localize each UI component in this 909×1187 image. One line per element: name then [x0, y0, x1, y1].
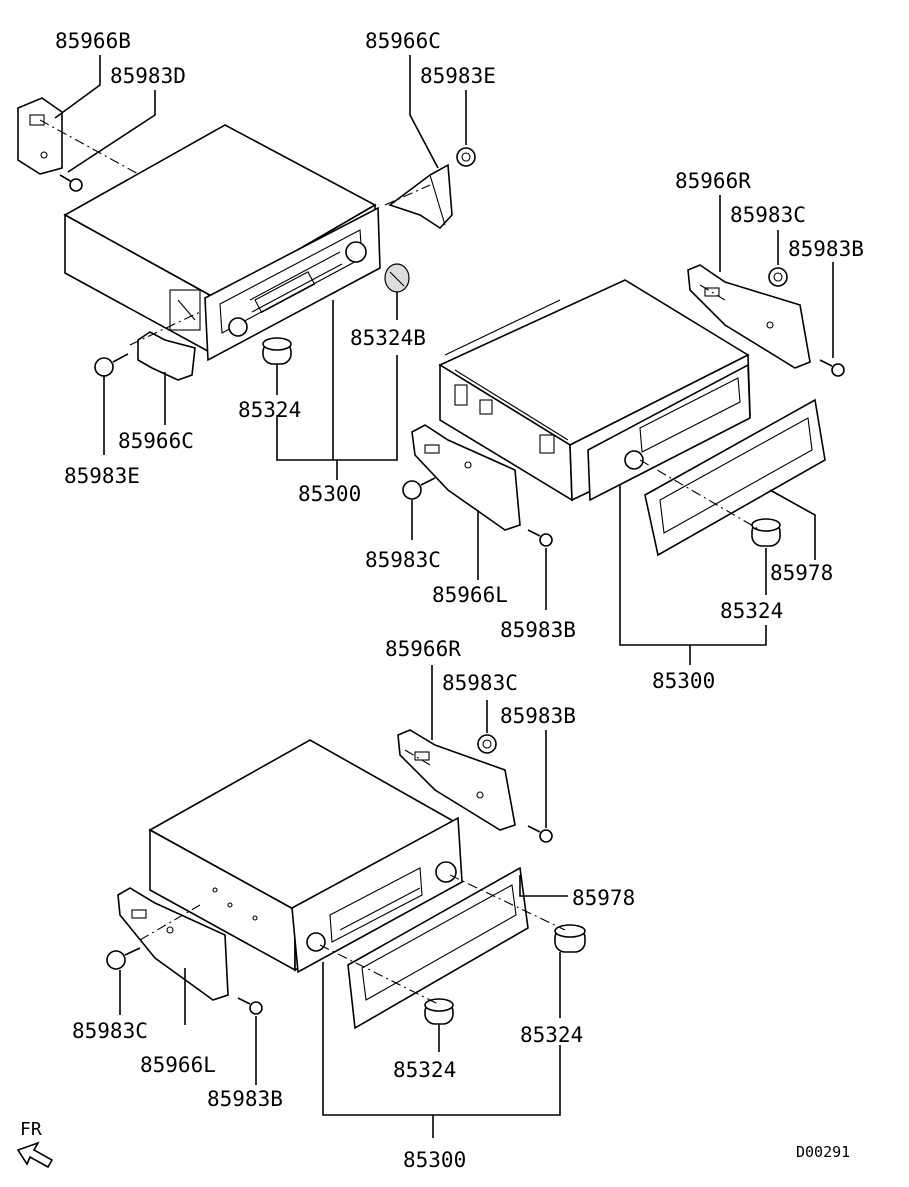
part-label-85966R-bot: 85966R	[385, 637, 461, 661]
part-label-85983C-bot-left: 85983C	[72, 1019, 148, 1043]
part-label-85983C-bot-right: 85983C	[442, 671, 518, 695]
part-label-85300-mid: 85300	[652, 669, 715, 693]
top-radio-unit	[63, 124, 381, 362]
part-label-85983C-mid-left: 85983C	[365, 548, 441, 572]
middle-screw-b-left	[527, 529, 553, 547]
front-direction-label: FR	[20, 1119, 42, 1140]
part-label-85966B: 85966B	[55, 29, 131, 53]
middle-bracket-l	[411, 424, 521, 531]
top-lower-bracket	[137, 331, 196, 381]
part-label-85983B-bot-left: 85983B	[207, 1087, 283, 1111]
middle-bracket-r	[687, 264, 811, 369]
part-label-85978-mid: 85978	[770, 561, 833, 585]
part-label-85324-bot-right: 85324	[520, 1023, 583, 1047]
part-label-85966C-lower: 85966C	[118, 429, 194, 453]
part-label-85324B: 85324B	[350, 326, 426, 350]
part-label-85983E-top: 85983E	[420, 64, 496, 88]
top-knob	[262, 337, 292, 365]
middle-screw-c-right	[768, 267, 788, 287]
bottom-screw-b-left	[237, 997, 263, 1015]
bottom-screw-b-right	[527, 825, 553, 843]
part-label-85324-mid: 85324	[720, 599, 783, 623]
middle-screw-b-right	[819, 359, 845, 377]
bottom-knob-left	[424, 998, 454, 1025]
top-knob-b	[384, 263, 410, 293]
part-label-85983E-lower: 85983E	[64, 464, 140, 488]
part-label-85300-bot: 85300	[403, 1148, 466, 1172]
bottom-bracket-l	[117, 887, 229, 1001]
part-label-85966L-mid: 85966L	[432, 583, 508, 607]
middle-panel	[644, 398, 826, 557]
part-label-85966C-top: 85966C	[365, 29, 441, 53]
bottom-screw-c-left	[106, 947, 141, 970]
top-right-screw	[456, 147, 476, 167]
top-lower-screw	[94, 353, 129, 377]
part-label-85983D: 85983D	[110, 64, 186, 88]
bottom-knob-right	[554, 924, 586, 953]
diagram-code: D00291	[796, 1143, 850, 1161]
part-label-85324-top: 85324	[238, 398, 301, 422]
part-label-85300-top: 85300	[298, 482, 361, 506]
middle-screw-c-left	[402, 477, 436, 500]
part-label-85983B-mid-right: 85983B	[788, 237, 864, 261]
middle-radio-unit	[438, 279, 751, 502]
part-label-85983C-mid-right: 85983C	[730, 203, 806, 227]
top-left-bracket	[17, 97, 63, 175]
bottom-panel	[347, 866, 529, 1030]
middle-knob	[751, 518, 781, 547]
front-direction-arrow-icon	[16, 1141, 54, 1169]
part-label-85983B-bot-right: 85983B	[500, 704, 576, 728]
top-right-bracket	[388, 163, 453, 230]
part-label-85966L-bot: 85966L	[140, 1053, 216, 1077]
bottom-radio-unit	[148, 739, 463, 974]
part-label-85324-bot-left: 85324	[393, 1058, 456, 1082]
bottom-screw-c-right	[477, 734, 497, 754]
bottom-bracket-r	[397, 729, 516, 831]
part-label-85966R-mid: 85966R	[675, 169, 751, 193]
top-left-screw	[59, 174, 83, 192]
part-label-85978-bot: 85978	[572, 886, 635, 910]
part-label-85983B-mid-left: 85983B	[500, 618, 576, 642]
